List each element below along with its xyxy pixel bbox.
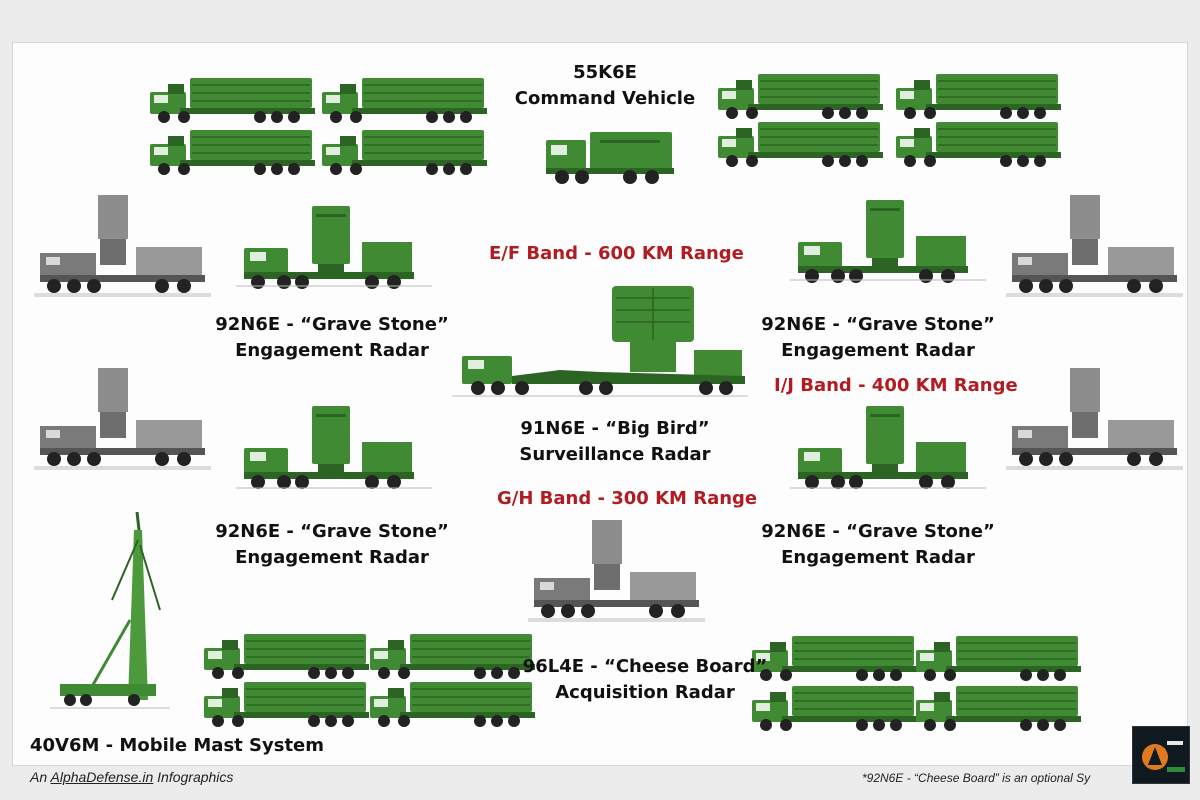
launcher-truck (149, 77, 316, 124)
engagement-radar-truck (244, 406, 414, 489)
label-line: Engagement Radar (781, 340, 975, 361)
engagement-radar-label: 92N6E - “Grave Stone” Engagement Radar (202, 519, 462, 571)
footer-note: *92N6E - “Cheese Board” is an optional S… (862, 771, 1091, 785)
label-line: Engagement Radar (781, 547, 975, 568)
mobile-mast-icon (50, 511, 170, 709)
band-gh-label: G/H Band - 300 KM Range (497, 488, 758, 509)
label-line: 92N6E - “Grave Stone” (215, 314, 449, 335)
band-ij-label: I/J Band - 400 KM Range (774, 375, 1018, 396)
alphadefense-logo-icon (1132, 726, 1190, 784)
command-vehicle-icon (546, 132, 674, 184)
engagement-radar-truck (798, 406, 968, 489)
launcher-truck (895, 121, 1062, 168)
band-ef-label: E/F Band - 600 KM Range (489, 243, 744, 264)
label-line: Command Vehicle (514, 88, 696, 109)
label-line: 55K6E (573, 62, 637, 83)
footer-site-link[interactable]: AlphaDefense.in (50, 769, 154, 785)
launcher-truck (717, 73, 884, 120)
label-line: 91N6E - “Big Bird” (520, 418, 710, 439)
label-line: 96L4E - “Cheese Board” (522, 656, 768, 677)
launcher-truck (321, 77, 488, 124)
footer-suffix: Infographics (153, 769, 234, 785)
launcher-truck (915, 685, 1082, 732)
footer-credit: An AlphaDefense.in Infographics (30, 769, 233, 785)
launcher-truck (203, 681, 370, 728)
acquisition-radar-label: 96L4E - “Cheese Board” Acquisition Radar (520, 654, 770, 706)
label-line: 40V6M - Mobile Mast System (30, 735, 325, 756)
label-line: Engagement Radar (235, 547, 429, 568)
label-line: Acquisition Radar (555, 682, 735, 703)
big-bird-radar-trailer-icon (452, 286, 748, 397)
grey-radar-truck (1006, 195, 1183, 297)
grey-radar-truck (34, 368, 211, 470)
mast-system-label: 40V6M - Mobile Mast System (30, 733, 324, 759)
launcher-truck (203, 633, 370, 680)
launcher-truck (915, 635, 1082, 682)
label-line: Surveillance Radar (519, 444, 711, 465)
launcher-truck (717, 121, 884, 168)
command-vehicle-label: 55K6E Command Vehicle (505, 60, 705, 112)
label-line: 92N6E - “Grave Stone” (761, 314, 995, 335)
engagement-radar-label: 92N6E - “Grave Stone” Engagement Radar (748, 312, 1008, 364)
engagement-radar-truck (798, 200, 968, 283)
engagement-radar-label: 92N6E - “Grave Stone” Engagement Radar (202, 312, 462, 364)
launcher-truck (751, 685, 918, 732)
launcher-truck (149, 129, 316, 176)
launcher-truck (321, 129, 488, 176)
grey-radar-truck (528, 520, 705, 622)
launcher-truck (751, 635, 918, 682)
launcher-truck (369, 633, 536, 680)
grey-radar-truck (1006, 368, 1183, 470)
footer-prefix: An (30, 769, 51, 785)
label-line: 92N6E - “Grave Stone” (761, 521, 995, 542)
label-line: 92N6E - “Grave Stone” (215, 521, 449, 542)
engagement-radar-label: 92N6E - “Grave Stone” Engagement Radar (748, 519, 1008, 571)
grey-radar-truck (34, 195, 211, 297)
launcher-truck (369, 681, 536, 728)
label-line: Engagement Radar (235, 340, 429, 361)
engagement-radar-truck (244, 206, 414, 289)
launcher-truck (895, 73, 1062, 120)
surveillance-radar-label: 91N6E - “Big Bird” Surveillance Radar (490, 416, 740, 468)
